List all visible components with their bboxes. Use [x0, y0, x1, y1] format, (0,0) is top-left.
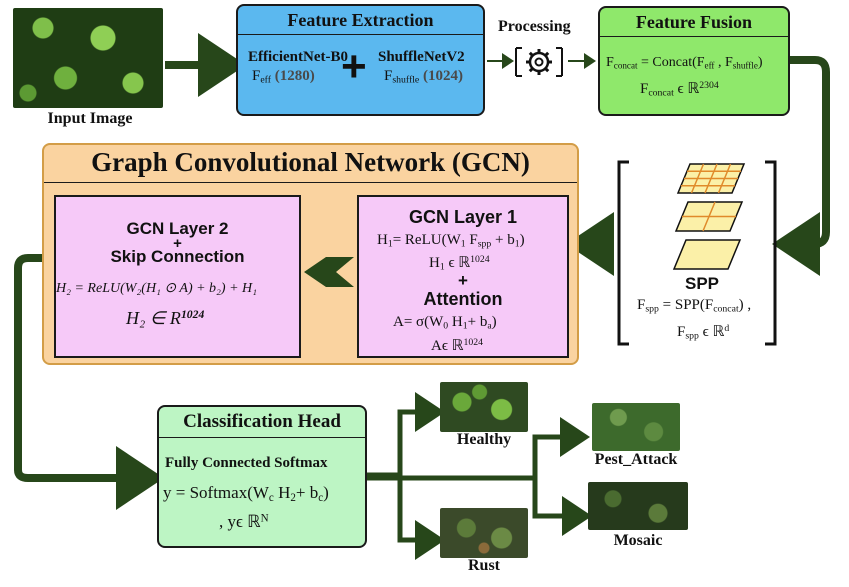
feature-fusion-title: Feature Fusion	[600, 12, 788, 37]
gear-icon	[510, 42, 568, 82]
processing-label: Processing	[498, 18, 571, 35]
gcn-layer-2-dimension: H₂ ∈ R1024	[126, 308, 205, 328]
efficientnet-label: EfficientNet-B0	[248, 49, 348, 65]
arrow-to-rust	[397, 475, 445, 560]
spp-bracket	[617, 160, 777, 346]
rust-image	[440, 508, 528, 558]
grid-icon	[668, 160, 748, 272]
attention-plus: +	[458, 271, 468, 290]
attention-equation: A= σ(W0 H1+ ba)	[393, 314, 497, 332]
arrow-to-mosaic	[532, 478, 592, 536]
mosaic-image	[588, 482, 688, 530]
gcn-layer-1-title: GCN Layer 1	[408, 207, 518, 227]
gcn-layer-1-box: GCN Layer 1 H1= ReLU(W1 Fspp + b1) H1 ϵ …	[357, 195, 569, 358]
fusion-dimension: Fconcat ϵ ℝ2304	[640, 80, 719, 99]
feature-extraction-box: Feature Extraction EfficientNet-B0 Feff …	[236, 4, 485, 116]
classification-subtitle: Fully Connected Softmax	[165, 455, 328, 471]
feature-extraction-title: Feature Extraction	[238, 10, 483, 35]
healthy-image	[440, 382, 528, 432]
classification-title: Classification Head	[159, 411, 365, 438]
input-image	[13, 8, 163, 108]
efficientnet-dim: Feff (1280)	[252, 68, 315, 86]
attention-dimension: Aϵ ℝ1024	[431, 337, 484, 354]
gcn-layer-2-equation: H₂ = ReLU(W₂(H₁ ⊙ A) + b₂) + H₁	[56, 281, 258, 296]
gcn-title: Graph Convolutional Network (GCN)	[44, 147, 577, 183]
gcn-layer-2-title: GCN Layer 2	[126, 219, 229, 238]
skip-connection-title: Skip Connection	[110, 247, 245, 266]
classification-head-box: Classification Head Fully Connected Soft…	[157, 405, 367, 548]
rust-label: Rust	[467, 557, 500, 574]
pest-attack-image	[592, 403, 680, 451]
gcn-layer-2-box: GCN Layer 2 + Skip Connection H₂ = ReLU(…	[54, 195, 301, 358]
gcn-box: Graph Convolutional Network (GCN) GCN La…	[42, 143, 579, 365]
feature-fusion-box: Feature Fusion Fconcat = Concat(Feff , F…	[598, 6, 790, 116]
shufflenet-label: ShuffleNetV2	[378, 49, 465, 65]
gcn-layer-2-plus: +	[173, 235, 182, 252]
gcn-layer-1-dimension: H1 ϵ ℝ1024	[429, 254, 490, 273]
attention-title: Attention	[423, 289, 503, 309]
arrow-to-healthy	[367, 392, 445, 478]
healthy-label: Healthy	[456, 431, 512, 448]
arrow-gcn-to-classification	[14, 254, 164, 510]
plus-sign: +	[341, 42, 367, 91]
classification-equation: y = Softmax(Wc H2+ bc)	[163, 483, 329, 504]
arrow-to-pest	[367, 417, 590, 481]
classification-dimension: , yϵ ℝN	[219, 512, 269, 531]
input-image-caption: Input Image	[47, 110, 133, 127]
mosaic-label: Mosaic	[613, 532, 663, 549]
shufflenet-dim: Fshuffle (1024)	[384, 68, 463, 86]
fusion-equation: Fconcat = Concat(Feff , Fshuffle)	[606, 55, 763, 71]
spp-equation: Fspp = SPP(Fconcat) ,	[637, 297, 752, 315]
flow-chevron	[302, 255, 356, 289]
spp-dimension: Fspp ϵ ℝd	[677, 323, 730, 342]
pest-attack-label: Pest_Attack	[594, 451, 678, 468]
gcn-layer-1-equation: H1= ReLU(W1 Fspp + b1)	[377, 232, 525, 250]
arrow-fusion-to-spp	[772, 56, 830, 276]
spp-title: SPP	[685, 274, 720, 293]
